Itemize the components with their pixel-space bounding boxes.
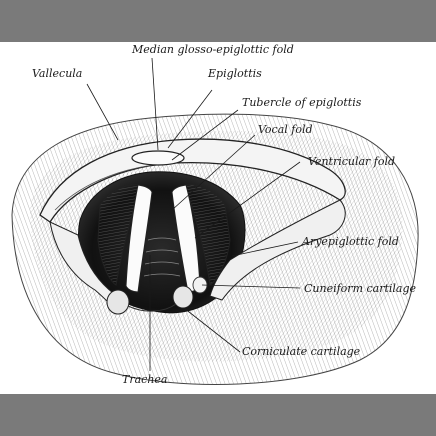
label-ventricular-fold: Ventricular fold (308, 155, 396, 168)
label-aryepiglottic-fold: Aryepiglottic fold (302, 235, 399, 248)
vocal-folds (125, 184, 201, 293)
top-gray-band (0, 0, 436, 42)
leader-lines (86, 57, 301, 371)
label-vallecula: Vallecula (32, 67, 83, 80)
bottom-gray-band (0, 394, 436, 436)
aryepiglottic-folds (49, 199, 346, 307)
cartilages (106, 276, 208, 315)
tubercle-of-epiglottis (131, 150, 185, 166)
label-tubercle-of-epiglottis: Tubercle of epiglottis (242, 96, 362, 109)
label-epiglottis: Epiglottis (208, 67, 262, 80)
label-corniculate-cartilage: Corniculate cartilage (242, 345, 361, 358)
label-trachea: Trachea (122, 373, 168, 386)
label-cuneiform-cartilage: Cuneiform cartilage (304, 282, 417, 295)
ventricular-folds (97, 184, 231, 286)
label-median-glosso-epiglottic-fold: Median glosso-epiglottic fold (132, 43, 294, 56)
trachea-glimpse (143, 237, 181, 277)
label-vocal-fold: Vocal fold (258, 123, 313, 136)
